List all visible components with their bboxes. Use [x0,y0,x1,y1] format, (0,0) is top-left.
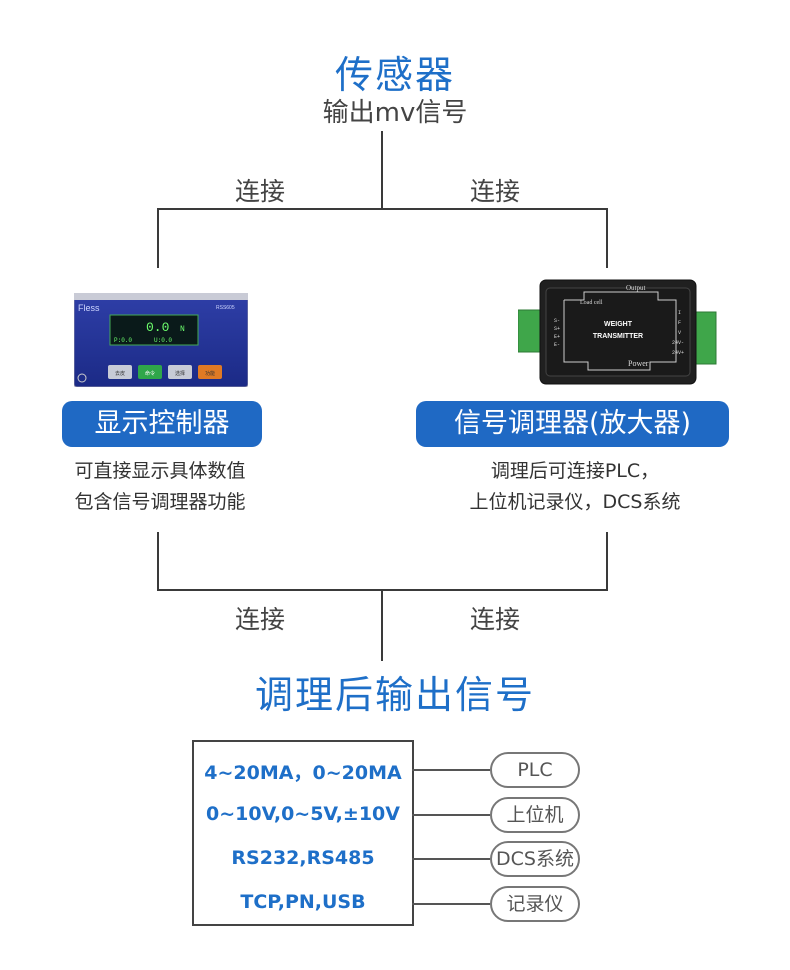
top-left-drop [157,208,159,268]
connect-label-bottom-left: 连接 [234,605,285,634]
display-controller-desc-line-1: 可直接显示具体数值 [74,460,246,482]
connect-label-top-left: 连接 [234,177,285,206]
top-vertical-line [381,131,383,209]
device-button-label-2: 命令 [145,370,155,377]
device-right-pin-5: 24V+ [672,350,684,356]
output-signal-2: 0~10V,0~5V,±10V [206,803,400,825]
output-signal-3: RS232,RS485 [231,847,375,869]
top-horizontal-line [157,208,608,210]
device-center-line-2: TRANSMITTER [593,333,643,340]
target-connector-1 [412,769,490,771]
device-center-line-1: WEIGHT [604,321,633,328]
device-right-pin-3: V [678,330,681,336]
device-header-left: Load cell [580,300,603,306]
output-signal-4: TCP,PN,USB [240,891,366,913]
device-model: RSS605 [216,305,235,311]
device-button-2 [138,365,162,379]
device-header-right: Output [626,284,646,292]
device-unit: N [180,325,185,334]
device-button-label-3: 选择 [175,370,185,377]
output-signal-box: 4~20MA，0~20MA 0~10V,0~5V,±10V RS232,RS48… [192,740,414,926]
target-connector-2 [412,814,490,816]
device-center-readout: U:0.0 [154,337,172,344]
target-plc: PLC [490,752,580,788]
signal-conditioner-desc-line-2: 上位机记录仪，DCS系统 [469,491,681,513]
device-button-label-1: 去皮 [115,370,125,377]
device-left-readout: P:0.0 [114,337,132,344]
bottom-right-rise [606,532,608,590]
target-host-computer: 上位机 [490,797,580,833]
device-footer: Power [628,359,649,368]
sensor-subtitle: 输出mv信号 [322,98,468,128]
device-right-pin-4: 24V- [672,340,684,346]
output-title: 调理后输出信号 [254,673,535,717]
output-signal-1: 4~20MA，0~20MA [204,762,402,784]
device-brand: Fless [78,303,100,313]
connect-label-bottom-right: 连接 [469,605,520,634]
display-controller-device: Fless RSS605 0.0 N P:0.0 U:0.0 去皮 命令 选择 … [73,292,249,388]
device-left-pin-2: S+ [554,326,560,332]
signal-conditioner-label: 信号调理器(放大器) [416,401,729,447]
device-main-reading: 0.0 [146,320,169,335]
device-left-pin-1: S- [554,318,560,324]
signal-conditioner-device: Load cell Output WEIGHT TRANSMITTER Powe… [517,278,718,388]
target-connector-3 [412,858,490,860]
top-right-drop [606,208,608,268]
device-button-label-4: 功能 [205,370,215,377]
device-right-pin-1: I [678,310,681,316]
device-left-pin-4: E- [554,342,560,348]
device-right-pin-2: F [678,320,681,326]
target-recorder: 记录仪 [490,886,580,922]
device-button-1 [108,365,132,379]
sensor-title: 传感器 [334,53,455,97]
display-controller-desc-line-2: 包含信号调理器功能 [74,491,246,513]
device-button-4 [198,365,222,379]
target-connector-4 [412,903,490,905]
signal-conditioner-description: 调理后可连接PLC， 上位机记录仪，DCS系统 [440,456,710,518]
display-controller-description: 可直接显示具体数值 包含信号调理器功能 [52,456,268,518]
device-left-pin-3: E+ [554,334,560,340]
connect-label-top-right: 连接 [469,177,520,206]
signal-conditioner-desc-line-1: 调理后可连接PLC， [490,460,660,482]
target-dcs-system: DCS系统 [490,841,580,877]
bottom-vertical-line [381,589,383,661]
device-button-3 [168,365,192,379]
display-controller-label: 显示控制器 [62,401,262,447]
bottom-left-rise [157,532,159,590]
